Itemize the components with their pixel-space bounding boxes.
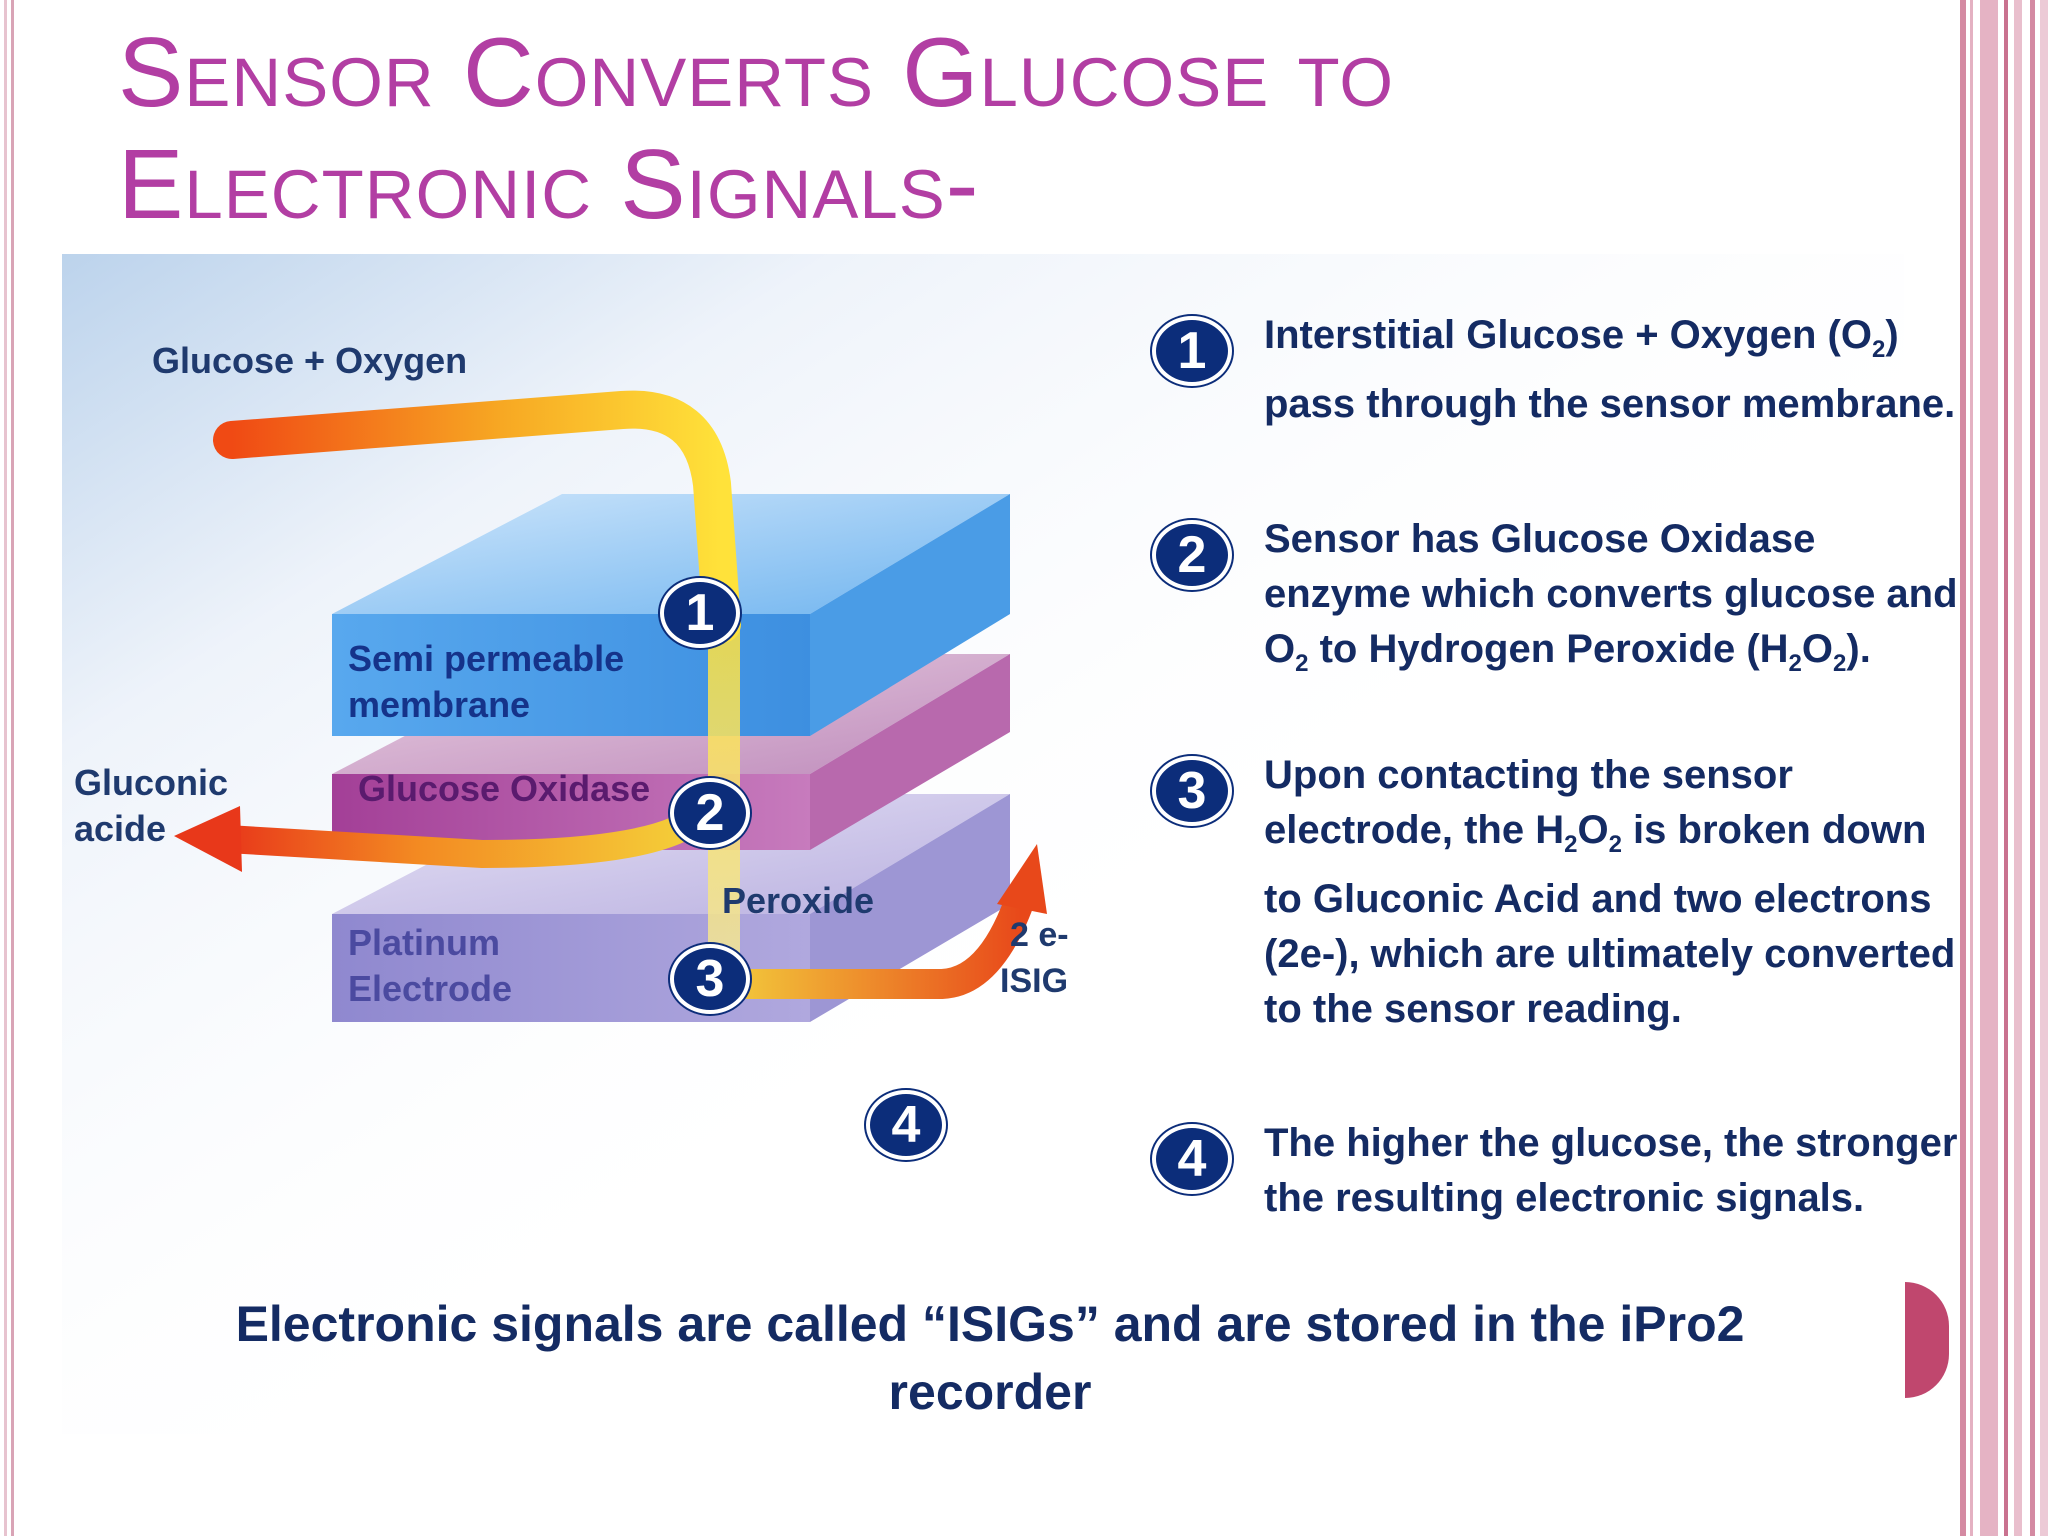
step-4-number: 4	[1152, 1124, 1232, 1194]
label-glucose-oxidase: Glucose Oxidase	[358, 768, 651, 809]
label-glucose-oxygen: Glucose + Oxygen	[152, 340, 468, 381]
slide-title: Sensor Converts Glucose to Electronic Si…	[118, 16, 1394, 240]
footer-summary: Electronic signals are called “ISIGs” an…	[235, 1296, 1745, 1420]
step-4-text: The higher the glucose, the stronger the…	[1264, 1121, 1958, 1220]
label-isig: ISIG	[1000, 962, 1069, 1000]
label-electrode-line-2: Electrode	[348, 968, 513, 1009]
diagram-marker-1: 1	[660, 578, 740, 648]
label-peroxide: Peroxide	[722, 880, 875, 921]
step-1-number: 1	[1152, 316, 1232, 386]
step-1-text: Interstitial Glucose + Oxygen (O2) pass …	[1264, 313, 1956, 426]
label-two-electrons: 2 e-	[1010, 916, 1069, 954]
label-membrane-line-2: membrane	[348, 684, 531, 725]
title-line-1: Sensor Converts Glucose to	[118, 17, 1395, 127]
label-electrode-line-1: Platinum	[348, 922, 501, 963]
label-gluconic-line-2: acide	[74, 808, 167, 849]
diagram-marker-3: 3	[670, 944, 750, 1014]
left-frame-border	[0, 0, 14, 1536]
right-decorative-rail	[1960, 0, 2048, 1536]
diagram-marker-4: 4	[866, 1090, 946, 1160]
step-3-text: Upon contacting the sensor electrode, th…	[1264, 753, 1956, 1031]
title-line-2: Electronic Signals-	[118, 129, 980, 239]
decorative-half-circle	[1905, 1282, 1949, 1398]
label-gluconic-line-1: Gluconic	[74, 762, 229, 803]
step-3-number: 3	[1152, 756, 1232, 826]
label-membrane-line-1: Semi permeable	[348, 638, 625, 679]
sensor-diagram-panel: Glucose + Oxygen Gluconic acide Semi per…	[62, 254, 1958, 1434]
step-2-number: 2	[1152, 520, 1232, 590]
diagram-marker-2: 2	[670, 778, 750, 848]
sensor-layers-illustration	[62, 254, 1904, 1434]
step-2-text: Sensor has Glucose Oxidase enzyme which …	[1264, 517, 1958, 677]
